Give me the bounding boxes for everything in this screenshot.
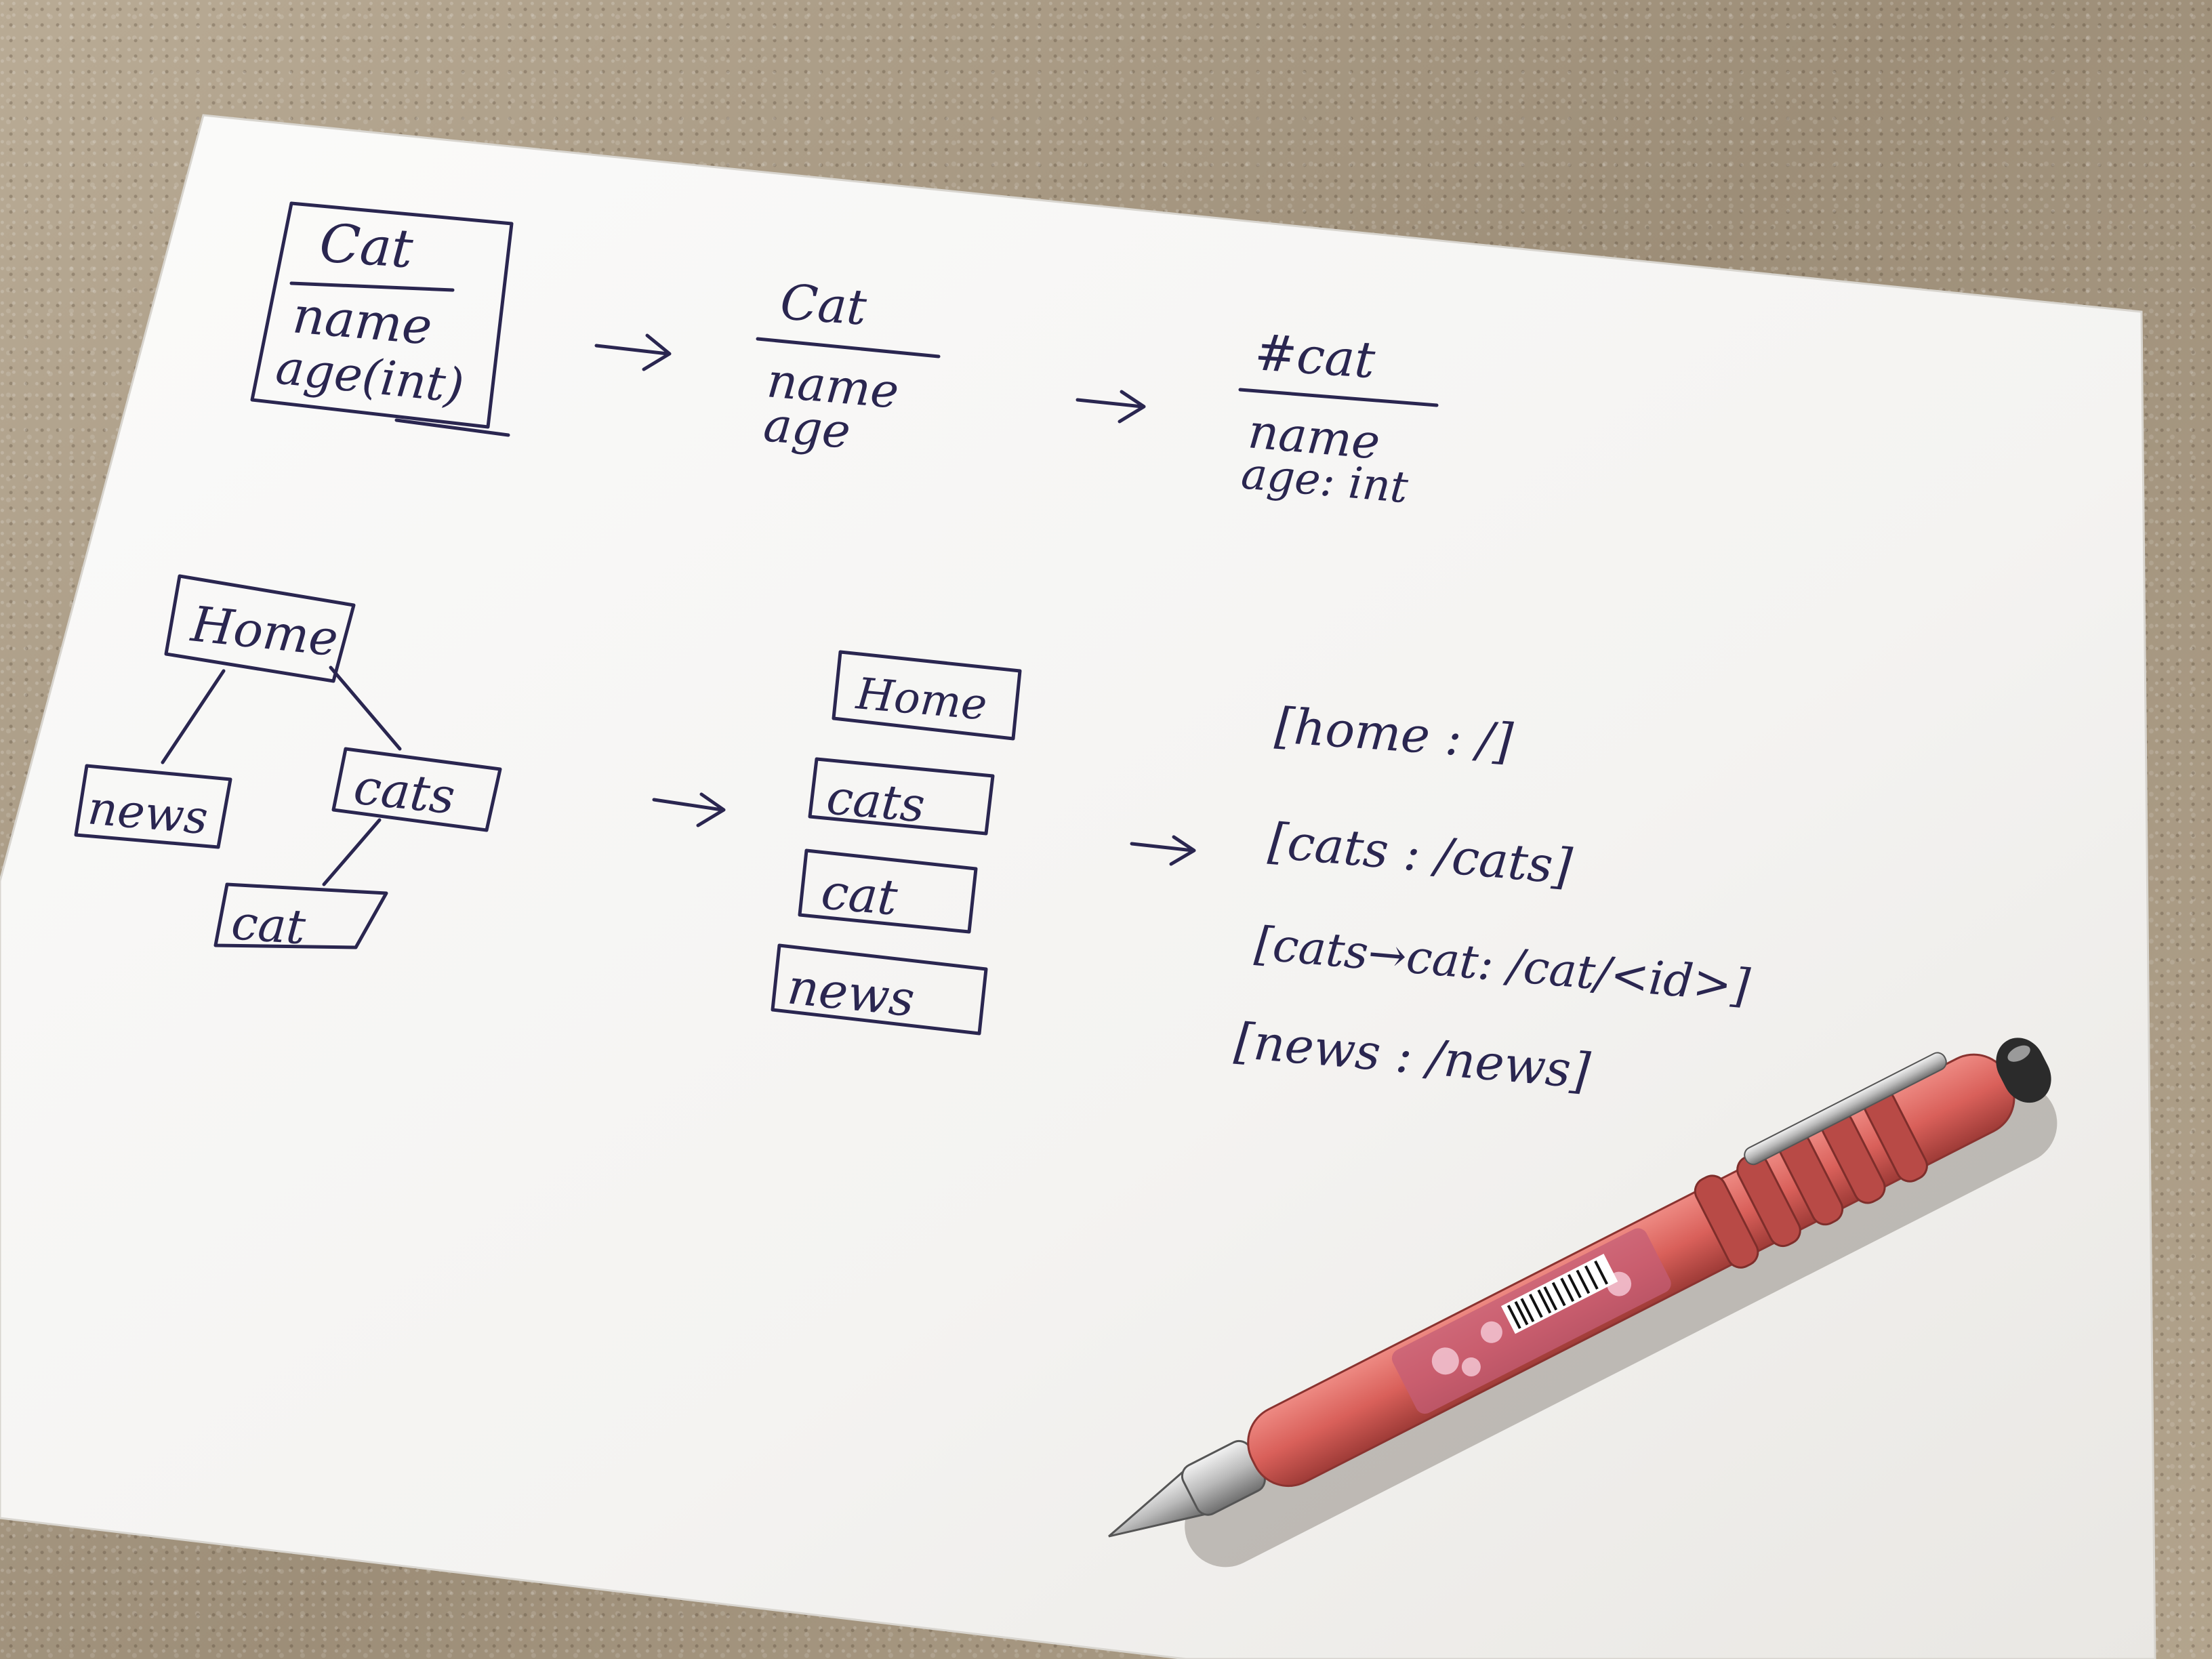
list-item-news: news <box>785 958 917 1027</box>
arrow-icon <box>1076 390 1146 424</box>
barcode <box>1500 1254 1618 1334</box>
class-typed-field-name: name <box>1246 403 1382 470</box>
tree-node-cats: cats <box>351 758 457 825</box>
tree-node-news: news <box>86 781 210 845</box>
list-item-cat: cat <box>819 863 901 926</box>
pen-grip <box>1694 1088 1928 1269</box>
class-plain-title: Cat <box>779 273 869 336</box>
ballpoint-pen <box>1108 1038 2057 1568</box>
list-item-home: Home <box>854 669 989 731</box>
class-box-field-name: name <box>290 286 434 356</box>
class-box-title: Cat <box>318 213 415 280</box>
arrow-icon <box>652 792 726 827</box>
route-list-diagram: Home cats cat news <box>771 650 1022 1036</box>
class-plain-diagram: Cat name age <box>756 273 941 459</box>
flower-decoration <box>1431 1271 1632 1377</box>
class-plain-field-name: name <box>765 352 901 419</box>
class-typed-title: #cat <box>1253 323 1377 390</box>
class-plain-field-age: age <box>762 396 853 459</box>
tree-node-cat: cat <box>230 895 308 955</box>
list-item-cats: cats <box>825 769 928 833</box>
pen-clip <box>1744 1052 1947 1166</box>
arrow-icon <box>1130 835 1196 866</box>
arrow-icon <box>594 333 672 371</box>
